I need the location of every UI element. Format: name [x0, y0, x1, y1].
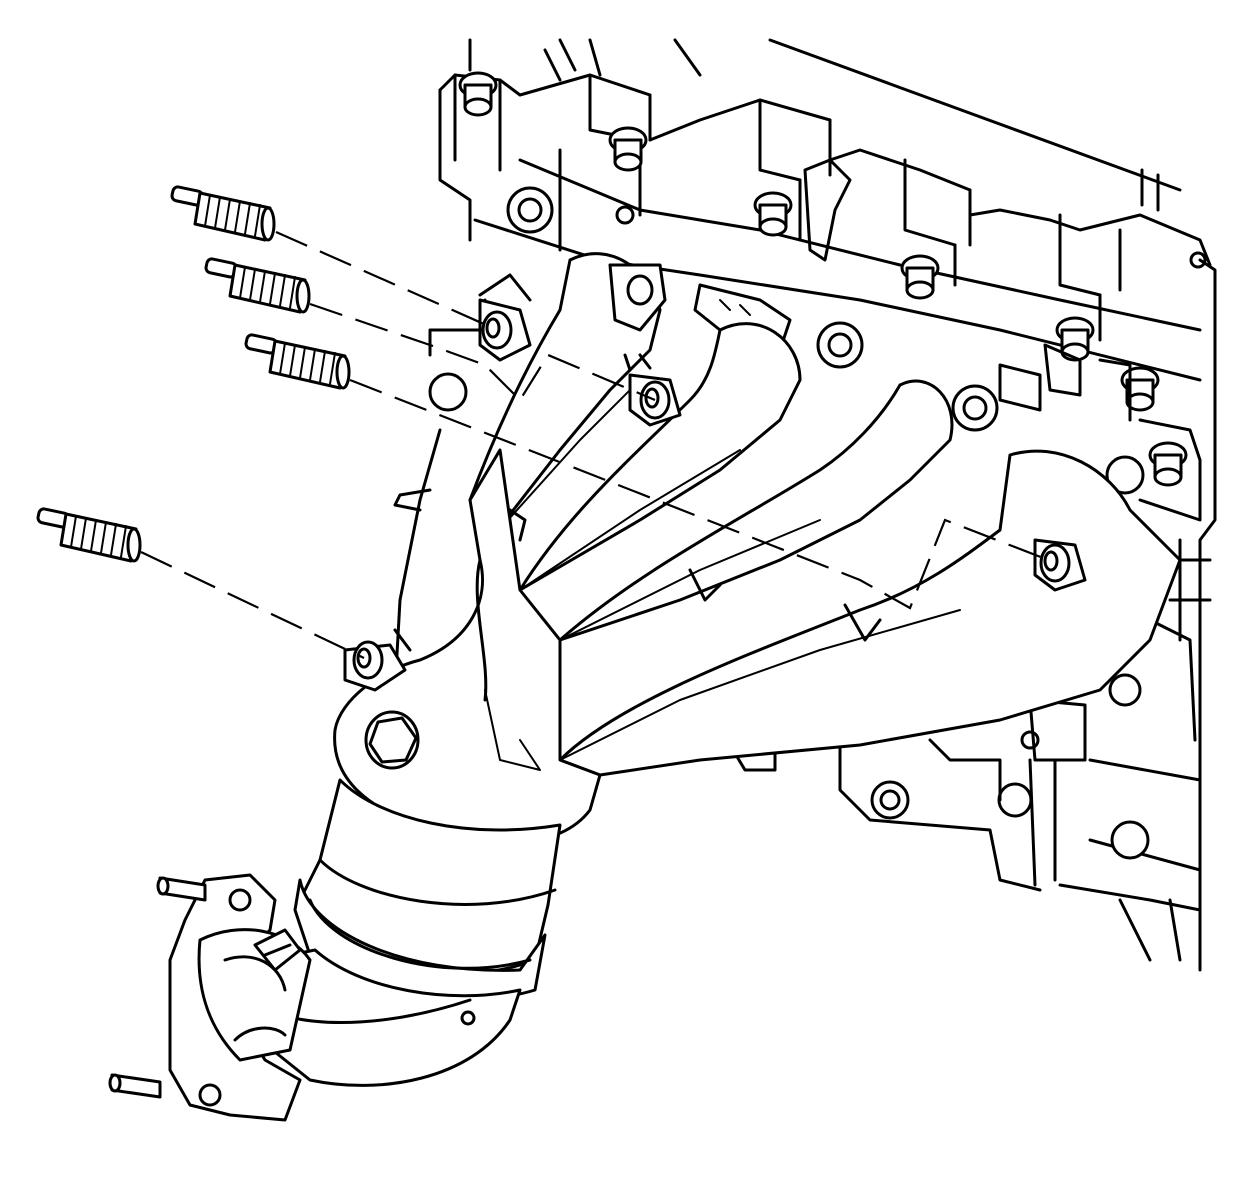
alignment-lines — [140, 230, 1052, 659]
exhaust-manifold — [333, 252, 1182, 845]
head-bolt-1 — [458, 71, 498, 117]
cylinder-head — [393, 38, 1217, 972]
head-bolt-7 — [1148, 441, 1188, 487]
stud-4 — [36, 507, 142, 563]
head-bolt-4 — [900, 254, 940, 300]
stud-3 — [244, 333, 351, 390]
collector-bolt — [364, 710, 420, 770]
catalytic-converter — [238, 778, 562, 1087]
head-bolt-2 — [608, 126, 648, 172]
flange-tab-4 — [343, 640, 407, 692]
flange-tab-3 — [1033, 538, 1087, 592]
head-bolt-5 — [1055, 316, 1095, 362]
outlet-flange — [108, 873, 312, 1122]
flange-tab-1 — [478, 298, 532, 362]
head-bolt-6 — [1120, 366, 1160, 412]
stud-1 — [170, 185, 276, 242]
head-bolt-3 — [753, 191, 793, 237]
stud-2 — [204, 257, 311, 314]
